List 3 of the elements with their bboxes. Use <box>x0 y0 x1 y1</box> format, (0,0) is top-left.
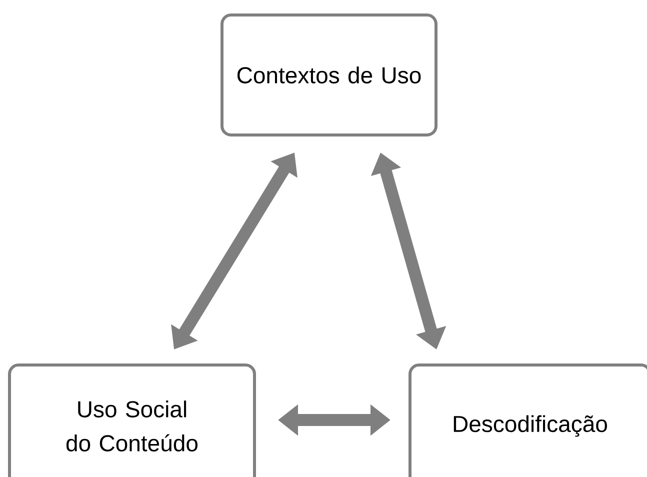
concept-box: Contextos de Uso <box>220 14 438 136</box>
concept-box: Descodificação <box>408 364 647 477</box>
concept-box: Uso Social do Conteúdo <box>8 364 256 477</box>
